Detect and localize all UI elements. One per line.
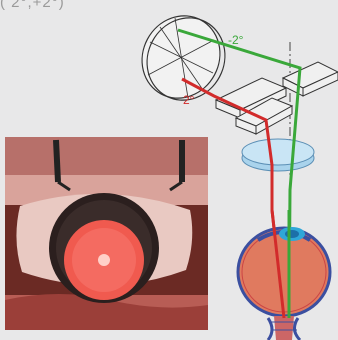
eye-illustration: [238, 227, 330, 340]
relay-lens: [242, 139, 314, 171]
eye-photo: [5, 137, 208, 330]
red-angle-label: 2°: [183, 93, 195, 107]
mirror-blocks: [216, 62, 338, 134]
green-angle-label: -2°: [228, 33, 244, 47]
